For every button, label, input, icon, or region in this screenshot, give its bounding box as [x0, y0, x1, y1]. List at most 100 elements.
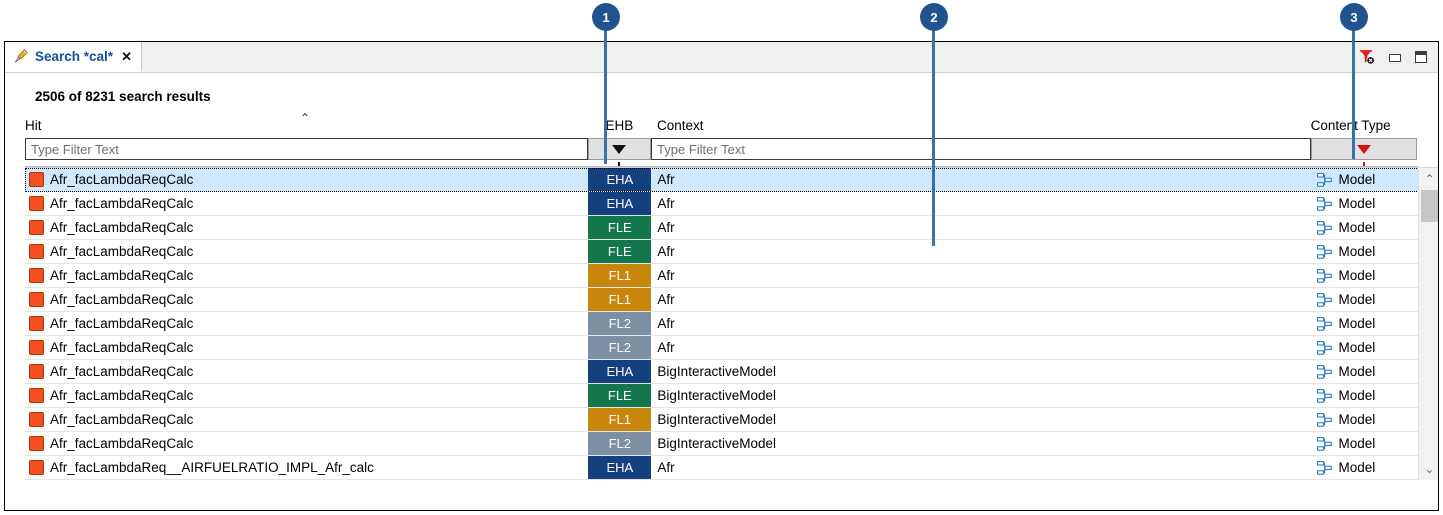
cell-content-type: Model [1311, 312, 1418, 335]
model-icon [1317, 364, 1333, 379]
cell-ehb-label: FL1 [608, 412, 631, 427]
scrollbar-thumb[interactable] [1421, 190, 1438, 222]
table-row[interactable]: Afr_facLambdaReq__AIRFUELRATIO_IMPL_Afr_… [25, 456, 1438, 480]
column-header-hit-label: Hit [25, 117, 42, 133]
table-row[interactable]: Afr_facLambdaReqCalc EHA BigInteractiveMod… [25, 360, 1438, 384]
context-filter-input[interactable]: Type Filter Text [651, 138, 1311, 160]
maximize-icon[interactable] [1414, 50, 1428, 64]
cell-context: Afr [651, 456, 1311, 479]
scroll-up-icon[interactable]: ⌃ [1424, 172, 1435, 186]
view-toolbar [1352, 42, 1438, 72]
vertical-scrollbar[interactable]: ⌃ ⌄ [1418, 168, 1438, 480]
calibration-item-icon [29, 244, 44, 259]
cell-context: BigInteractiveModel [651, 360, 1311, 383]
table-row[interactable]: Afr_facLambdaReqCalc FL1 BigInteractiveMod… [25, 408, 1438, 432]
cell-content-type-label: Model [1338, 436, 1376, 451]
model-icon [1317, 244, 1333, 259]
hit-filter-input[interactable]: Type Filter Text [25, 138, 588, 160]
cell-content-type: Model [1311, 360, 1418, 383]
calibration-item-icon [29, 292, 44, 307]
model-icon [1317, 316, 1333, 331]
cell-ehb-badge: FL1 [588, 288, 652, 311]
callout-leader-line-1 [604, 30, 607, 164]
cell-context-label: Afr [657, 196, 675, 211]
model-icon [1317, 292, 1333, 307]
calibration-item-icon [29, 196, 44, 211]
search-view-window: Search *cal* ✕ 2506 of 8231 search resul… [4, 41, 1439, 511]
cell-hit-label: Afr_facLambdaReqCalc [50, 340, 194, 355]
ehb-filter-button[interactable] [587, 138, 652, 166]
cell-content-type: Model [1311, 240, 1418, 263]
callout-badge-1: 1 [592, 3, 620, 31]
filter-row: Type Filter Text Type Filter Text [5, 138, 1438, 166]
cell-context: Afr [651, 240, 1311, 263]
calibration-item-icon [29, 220, 44, 235]
cell-hit-label: Afr_facLambdaReqCalc [50, 436, 194, 451]
cell-hit: Afr_facLambdaReqCalc [25, 192, 588, 215]
close-icon[interactable]: ✕ [121, 48, 132, 64]
clear-filter-icon[interactable] [1358, 49, 1376, 65]
content-type-filter-button[interactable] [1310, 138, 1418, 166]
cell-hit: Afr_facLambdaReqCalc [25, 312, 588, 335]
calibration-item-icon [29, 412, 44, 427]
model-icon [1317, 340, 1333, 355]
cell-hit-label: Afr_facLambdaReqCalc [50, 364, 194, 379]
column-header-ehb[interactable]: EHB [588, 114, 651, 136]
cell-hit: Afr_facLambdaReqCalc [25, 264, 588, 287]
model-icon [1317, 220, 1333, 235]
calibration-item-icon [29, 436, 44, 451]
minimize-icon[interactable] [1388, 50, 1402, 64]
cell-content-type: Model [1311, 456, 1418, 479]
cell-ehb-label: EHA [606, 364, 634, 379]
sort-ascending-icon: ⌃ [300, 111, 311, 125]
cell-ehb-label: FL1 [608, 268, 631, 283]
callout-badge-3: 3 [1340, 3, 1368, 31]
cell-ehb-badge: FL2 [588, 312, 652, 335]
results-summary: 2506 of 8231 search results [35, 89, 211, 104]
column-header-content-type[interactable]: Content Type [1311, 114, 1418, 136]
cell-context-label: BigInteractiveModel [657, 364, 776, 379]
scroll-down-icon[interactable]: ⌄ [1424, 462, 1435, 476]
tab-search[interactable]: Search *cal* ✕ [5, 42, 142, 72]
callout-badge-2: 2 [920, 3, 948, 31]
cell-context-label: Afr [657, 220, 675, 235]
cell-context: BigInteractiveModel [651, 384, 1311, 407]
cell-context: BigInteractiveModel [651, 408, 1311, 431]
model-icon [1317, 172, 1333, 187]
cell-hit: Afr_facLambdaReqCalc [25, 408, 588, 431]
cell-ehb-label: FL2 [608, 340, 631, 355]
filter-row-spacer [1417, 138, 1438, 160]
cell-hit: Afr_facLambdaReqCalc [25, 360, 588, 383]
cell-ehb-label: FLE [607, 220, 632, 235]
calibration-item-icon [29, 388, 44, 403]
cell-context: Afr [651, 192, 1311, 215]
cell-context: Afr [651, 216, 1311, 239]
cell-content-type-label: Model [1338, 316, 1376, 331]
cell-ehb-badge: FLE [588, 216, 652, 239]
cell-ehb-badge: EHA [588, 168, 652, 191]
calibration-item-icon [29, 364, 44, 379]
cell-content-type-label: Model [1338, 268, 1376, 283]
column-header-ehb-label: EHB [605, 117, 634, 133]
cell-hit: Afr_facLambdaReqCalc [25, 168, 588, 191]
cell-hit-label: Afr_facLambdaReqCalc [50, 388, 194, 403]
cell-content-type: Model [1311, 408, 1418, 431]
column-header-hit[interactable]: Hit ⌃ [25, 111, 588, 136]
calibration-item-icon [29, 172, 44, 187]
cell-context-label: Afr [657, 340, 675, 355]
tab-bar-filler [141, 42, 1352, 72]
column-header-context[interactable]: Context [651, 114, 1311, 136]
cell-ehb-label: FL2 [608, 316, 631, 331]
cell-hit-label: Afr_facLambdaReqCalc [50, 268, 194, 283]
cell-content-type-label: Model [1338, 172, 1376, 187]
